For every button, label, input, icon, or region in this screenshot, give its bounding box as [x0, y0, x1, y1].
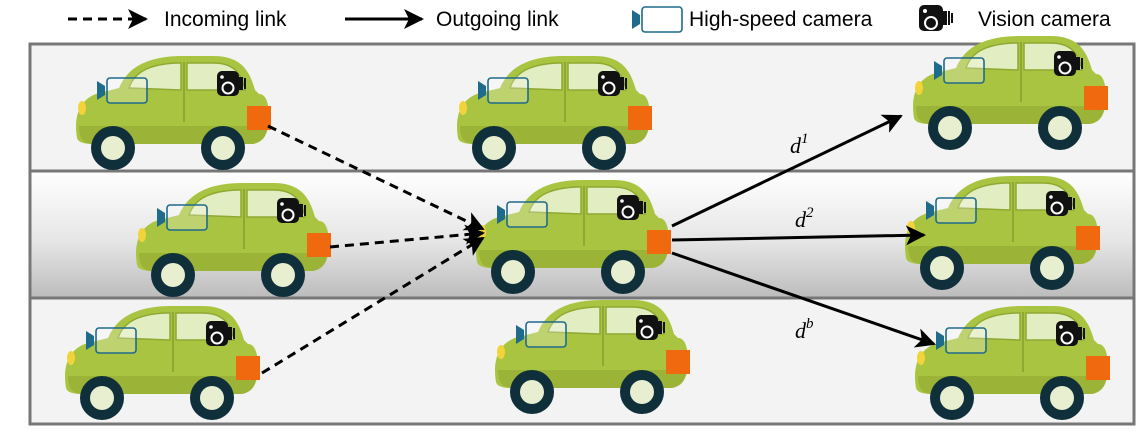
- link-label-d1: d1: [790, 131, 809, 158]
- car-rear-wheel: [930, 376, 974, 420]
- car-rear-window: [187, 189, 242, 218]
- car-tail-light: [917, 351, 925, 365]
- cars: [65, 36, 1110, 420]
- car-front-wheel: [582, 126, 626, 170]
- car-rear-window: [966, 312, 1021, 341]
- car-antenna-module: [647, 230, 671, 254]
- car-rear-wheel: [491, 250, 535, 294]
- high-speed-camera-icon: [86, 327, 137, 354]
- vision-camera-icon: [636, 315, 665, 340]
- link-labels: d1 d2 db: [790, 131, 814, 343]
- car-antenna-module: [1084, 86, 1108, 110]
- car-rear-wheel: [920, 246, 964, 290]
- car-antenna-module: [236, 356, 260, 380]
- vision-camera-icon: [1046, 191, 1075, 216]
- car-rear-window: [527, 186, 582, 215]
- high-speed-camera-icon: [497, 201, 548, 228]
- legend: Incoming link Outgoing link High-speed c…: [68, 5, 1111, 33]
- link-label-db: db: [795, 316, 814, 343]
- car-tail-light: [78, 101, 86, 115]
- car-antenna-module: [1086, 356, 1110, 380]
- car-top-center: [457, 56, 652, 170]
- incoming-link-top-left: [267, 124, 485, 231]
- link-label-d2: d2: [795, 205, 814, 232]
- legend-outgoing-link: Outgoing link: [345, 8, 559, 31]
- outgoing-link-bottom-right: [671, 251, 936, 348]
- legend-vision-camera: Vision camera: [919, 5, 1111, 31]
- vision-camera-icon: [217, 71, 246, 96]
- car-front-wheel: [1040, 376, 1084, 420]
- car-bottom-left: [65, 306, 260, 420]
- legend-outgoing-label: Outgoing link: [436, 8, 559, 31]
- car-tail-light: [138, 228, 146, 242]
- car-rear-wheel: [510, 370, 554, 414]
- car-tail-light: [907, 221, 915, 235]
- incoming-links: [261, 124, 485, 375]
- incoming-link-middle-left: [329, 224, 485, 249]
- legend-high-speed-camera: High-speed camera: [632, 6, 873, 33]
- legend-incoming-label: Incoming link: [164, 8, 287, 31]
- high-speed-camera-icon: [97, 77, 148, 104]
- outgoing-link-top-right: [671, 114, 903, 228]
- car-top-right: [913, 36, 1108, 150]
- car-front-wheel: [601, 250, 645, 294]
- car-bottom-center: [495, 300, 690, 414]
- car-front-wheel: [620, 370, 664, 414]
- incoming-link-bottom-left: [261, 236, 485, 375]
- vision-camera-icon: [617, 195, 646, 220]
- car-rear-window: [964, 42, 1019, 71]
- car-rear-wheel: [928, 106, 972, 150]
- car-front-wheel: [1030, 246, 1074, 290]
- car-rear-wheel: [91, 126, 135, 170]
- high-speed-camera-icon: [478, 77, 529, 104]
- car-rear-window: [116, 312, 171, 341]
- car-rear-window: [956, 182, 1011, 211]
- car-rear-wheel: [472, 126, 516, 170]
- car-tail-light: [915, 81, 923, 95]
- car-antenna-module: [247, 106, 271, 130]
- high-speed-camera-icon: [936, 327, 987, 354]
- car-middle-left: [136, 183, 331, 297]
- vision-camera-icon: [1056, 321, 1085, 346]
- car-front-wheel: [1038, 106, 1082, 150]
- vision-camera-icon: [277, 198, 306, 223]
- high-speed-camera-icon: [516, 321, 567, 348]
- car-tail-light: [67, 351, 75, 365]
- car-rear-window: [127, 62, 182, 91]
- car-front-wheel: [190, 376, 234, 420]
- high-speed-camera-icon: [632, 6, 683, 33]
- car-rear-window: [508, 62, 563, 91]
- high-speed-camera-icon: [934, 57, 985, 84]
- car-rear-wheel: [80, 376, 124, 420]
- outgoing-link-middle-right: [671, 225, 926, 246]
- vision-camera-icon: [1054, 51, 1083, 76]
- high-speed-camera-icon: [926, 197, 977, 224]
- car-antenna-module: [666, 350, 690, 374]
- car-rear-window: [546, 306, 601, 335]
- car-tail-light: [459, 101, 467, 115]
- car-rear-wheel: [151, 253, 195, 297]
- outgoing-links: [671, 114, 936, 348]
- car-front-wheel: [201, 126, 245, 170]
- car-top-left: [76, 56, 271, 170]
- car-antenna-module: [628, 106, 652, 130]
- legend-high-speed-camera-label: High-speed camera: [689, 8, 873, 31]
- vision-camera-icon: [919, 5, 953, 31]
- vision-camera-icon: [598, 71, 627, 96]
- links: d1 d2 db: [261, 114, 936, 375]
- high-speed-camera-icon: [157, 204, 208, 231]
- legend-incoming-link: Incoming link: [68, 8, 287, 31]
- vision-camera-icon: [206, 321, 235, 346]
- car-front-wheel: [261, 253, 305, 297]
- car-middle-right: [905, 176, 1100, 290]
- car-tail-light: [497, 345, 505, 359]
- legend-vision-camera-label: Vision camera: [978, 8, 1111, 31]
- car-antenna-module: [1076, 226, 1100, 250]
- car-antenna-module: [307, 233, 331, 257]
- car-bottom-right: [915, 306, 1110, 420]
